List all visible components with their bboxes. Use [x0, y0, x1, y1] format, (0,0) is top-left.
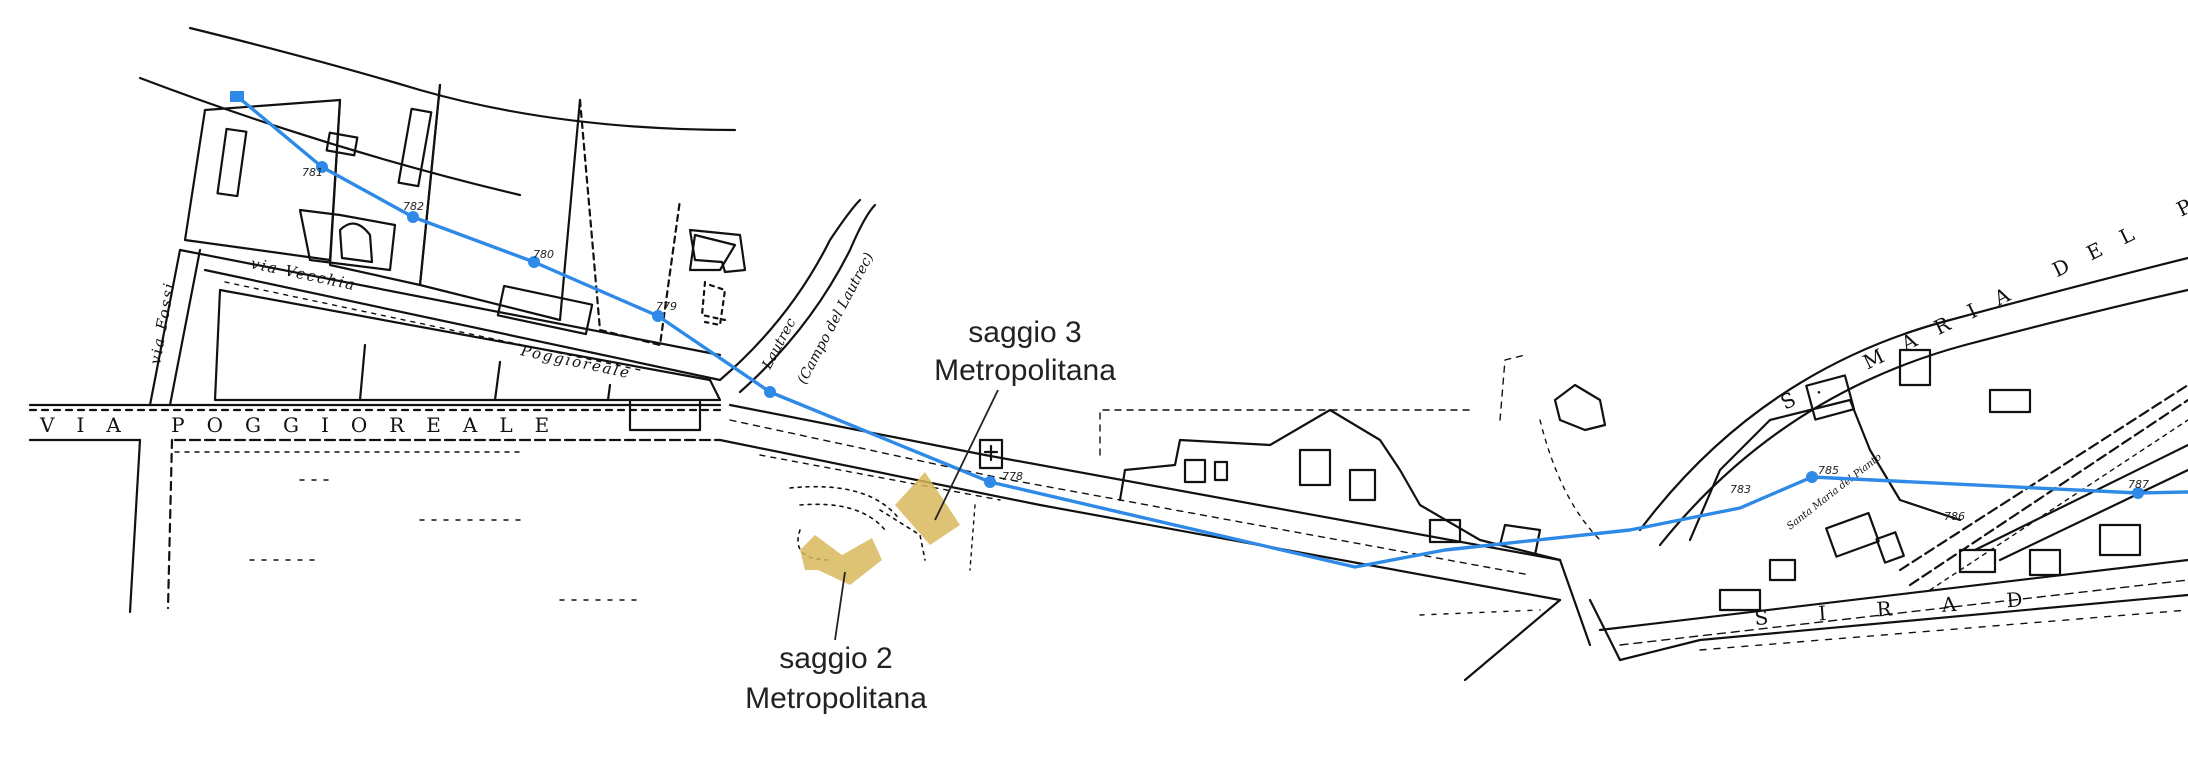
route-start-marker	[230, 91, 244, 102]
annotation-saggio-3: saggio 3 Metropolitana	[934, 316, 1116, 521]
street-label-via-poggioreale: VIA POGGIOREALE	[39, 413, 571, 437]
annotation-saggio-3-line1: saggio 3	[968, 316, 1081, 349]
street-label-poggioreale-small: Poggioreale	[518, 341, 632, 382]
route-line	[236, 95, 2188, 569]
excavation-areas	[800, 472, 960, 585]
route-point-label: 787	[2128, 478, 2149, 491]
route-point-label: 778	[1002, 470, 1023, 483]
annotation-saggio-2-line1: saggio 2	[779, 642, 892, 675]
route-point-label: 785	[1818, 464, 1839, 477]
annotation-saggio-2-line2: Metropolitana	[745, 682, 927, 715]
route-point	[1806, 471, 1818, 483]
street-label-sirad: S I R A D	[1754, 586, 2046, 630]
route-point-label: 786	[1944, 510, 1965, 523]
route-point	[764, 386, 776, 398]
route-point-label: 782	[403, 200, 424, 213]
street-label-via-vecchia: via Vecchia	[249, 254, 358, 294]
saggio-2-area	[800, 535, 882, 585]
route-point-label: 781	[302, 166, 323, 179]
leader-line-saggio-3	[934, 389, 999, 521]
saggio-3-area	[895, 472, 960, 545]
route-point	[407, 211, 419, 223]
map-linework	[28, 26, 2188, 682]
route-point-labels: 781 782 780 779 778 783 785 786 787	[302, 166, 2149, 523]
leader-line-saggio-2	[834, 571, 846, 641]
annotation-saggio-2: saggio 2 Metropolitana	[745, 571, 927, 715]
route-point-label: 783	[1730, 483, 1751, 496]
route-point	[984, 476, 996, 488]
route-point	[652, 310, 664, 322]
route-point	[528, 256, 540, 268]
note-lautrec: Lautrec	[759, 316, 800, 373]
street-label-via-fossi: via Fossi	[146, 280, 178, 366]
street-label-santa-maria-del-pianto: S. MARIA DEL PIAN	[1777, 138, 2188, 415]
route-point	[2132, 487, 2144, 499]
route-point-label: 780	[533, 248, 554, 261]
route	[230, 91, 2188, 569]
annotation-saggio-3-line2: Metropolitana	[934, 354, 1116, 387]
route-point	[316, 161, 328, 173]
route-point-label: 779	[656, 300, 677, 313]
